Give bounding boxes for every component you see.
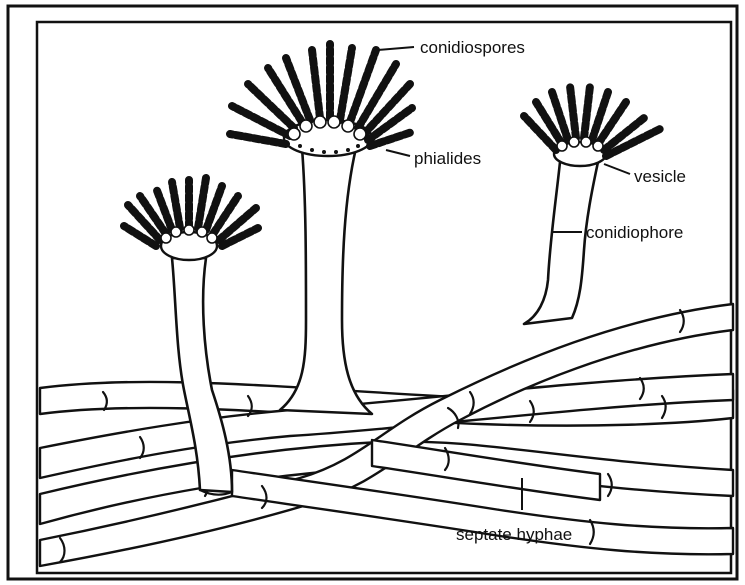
label-septate-hyphae: septate hyphae — [456, 525, 572, 544]
label-conidiospores: conidiospores — [420, 38, 525, 57]
leader-conidiospores — [378, 47, 414, 50]
leader-vesicle — [604, 164, 630, 174]
stalk-left — [172, 258, 232, 492]
label-vesicle: vesicle — [634, 167, 686, 186]
stalk-right — [524, 162, 598, 324]
stalk-center — [280, 148, 372, 414]
label-conidiophore: conidiophore — [586, 223, 683, 242]
leader-phialides — [386, 150, 410, 156]
conidiophore-right — [524, 86, 662, 324]
label-phialides: phialides — [414, 149, 481, 168]
hyphae-network — [40, 304, 733, 566]
